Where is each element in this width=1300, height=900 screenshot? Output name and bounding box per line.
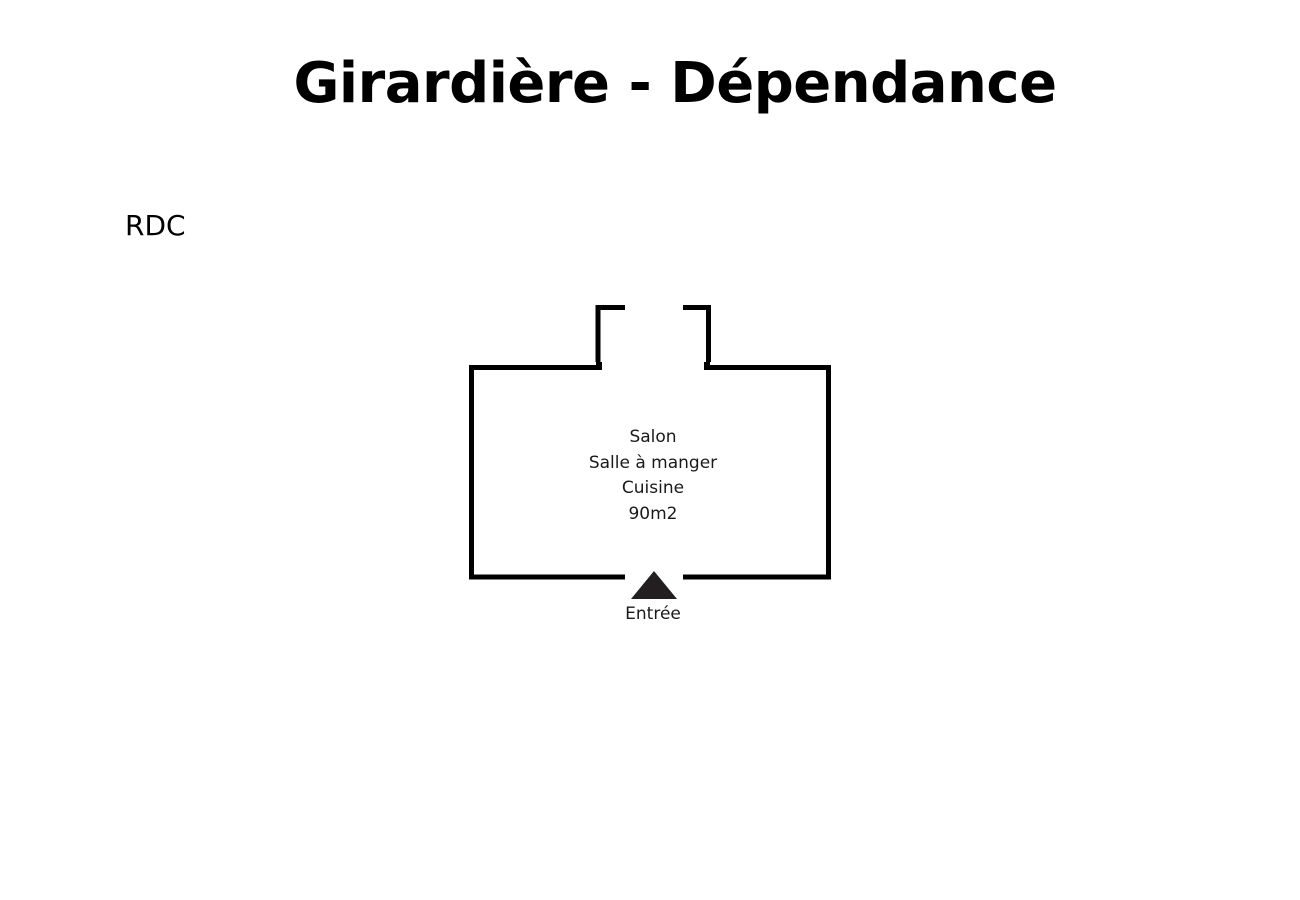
bay-wall-right — [683, 305, 711, 362]
entrance-label: Entrée — [625, 604, 681, 624]
page-title: Girardière - Dépendance — [293, 51, 1057, 116]
room-name-salon: Salon — [629, 427, 677, 447]
wall-top-right — [683, 365, 831, 580]
wall-top-left — [469, 365, 625, 580]
level-label: RDC — [125, 209, 186, 242]
triangle-up-icon — [631, 571, 677, 599]
room-name-salle-a-manger: Salle à manger — [588, 452, 718, 473]
room-label: Salon Salle à manger Cuisine 90m2 — [553, 425, 753, 527]
room-name-cuisine: Cuisine — [621, 478, 685, 498]
walls — [469, 305, 831, 580]
bay-wall-left — [595, 305, 625, 362]
room-area: 90m2 — [628, 503, 678, 524]
